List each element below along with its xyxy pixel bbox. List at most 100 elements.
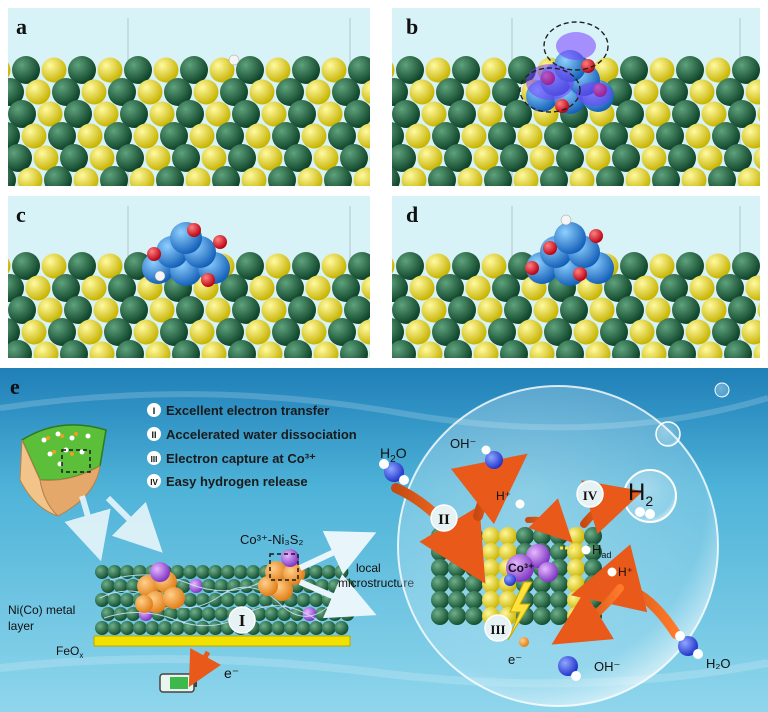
legend-item-4: IV Easy hydrogen release (147, 474, 308, 489)
legend-text-3: Electron capture at Co³⁺ (166, 451, 316, 466)
panel-label-b: b (406, 14, 418, 40)
s-atom (194, 80, 219, 105)
svg-text:II: II (438, 512, 450, 528)
ni-atom (284, 621, 298, 635)
ni-atom (533, 607, 551, 625)
s-atom (630, 320, 655, 345)
slab-structure-b (392, 8, 760, 186)
charge-density-lobe (576, 82, 612, 106)
ni-atom (208, 565, 222, 579)
ni-atom (309, 565, 323, 579)
s-atom (499, 527, 517, 545)
charge-density-lobe (526, 64, 574, 100)
s-atom (302, 320, 327, 345)
ni-atom (297, 621, 311, 635)
electron-label: e⁻ (224, 665, 239, 681)
h-atom (155, 271, 165, 281)
legend-item-2: II Accelerated water dissociation (147, 427, 357, 442)
s-atom (26, 80, 51, 105)
co3-label: Co³⁺ (508, 561, 534, 575)
ni-atom (208, 593, 222, 607)
slab-structure-c (8, 196, 370, 358)
numeral-II: II (431, 505, 457, 531)
ni-atom (265, 607, 279, 621)
ni-atom (533, 527, 551, 545)
ni-atom (334, 621, 348, 635)
svg-text:III: III (490, 622, 505, 637)
ni-atom (120, 593, 134, 607)
legend-text-4: Easy hydrogen release (166, 474, 308, 489)
s-atom (482, 591, 500, 609)
ni-atom (448, 607, 466, 625)
ni-atom (431, 543, 449, 561)
s-atom (686, 320, 711, 345)
o-atom (525, 261, 539, 275)
ni-atom (277, 607, 291, 621)
panel-a: a (8, 8, 370, 186)
proton-2 (608, 568, 617, 577)
s-atom (82, 276, 107, 301)
ni-atom (202, 579, 216, 593)
s-atom (758, 298, 761, 323)
s-atom (410, 80, 435, 105)
ni-atom (101, 607, 115, 621)
svg-text:IV: IV (583, 488, 598, 503)
o-atom (147, 247, 161, 261)
o-atom (543, 241, 557, 255)
s-atom (134, 320, 159, 345)
s-atom (302, 124, 327, 149)
feox-layer (94, 636, 350, 646)
local-label-1: local (356, 561, 381, 575)
s-atom (462, 320, 487, 345)
legend-numeral-3: III (151, 455, 158, 464)
ni-atom (550, 543, 568, 561)
s-atom (306, 80, 331, 105)
ni-atom (271, 621, 285, 635)
ni-atom (202, 607, 216, 621)
ni-atom (465, 527, 483, 545)
s-atom (246, 124, 271, 149)
s-atom (758, 102, 761, 127)
s-atom (26, 276, 51, 301)
had-atom (582, 546, 591, 555)
electron-dot (519, 637, 529, 647)
s-atom (482, 527, 500, 545)
ni-atom (171, 621, 185, 635)
s-atom (630, 124, 655, 149)
metal-layer-label-2: layer (8, 619, 34, 633)
ni-atom (309, 621, 323, 635)
s-atom (634, 80, 659, 105)
s-atom (190, 320, 215, 345)
ni-atom (550, 591, 568, 609)
ni-atom (322, 621, 336, 635)
s-atom (250, 276, 275, 301)
s-atom (190, 124, 215, 149)
small-bubble (715, 383, 729, 397)
s-atom (78, 320, 103, 345)
s-atom (574, 320, 599, 345)
ni-atom (431, 607, 449, 625)
s-atom (482, 575, 500, 593)
s-atom (406, 124, 431, 149)
hplus-label-1: H⁺ (496, 489, 511, 503)
ni-atom (189, 607, 203, 621)
ni-atom (550, 607, 568, 625)
legend-item-1: I Excellent electron transfer (147, 403, 329, 418)
ni-atom (196, 565, 210, 579)
ni-atom (309, 593, 323, 607)
panel-label-c: c (16, 202, 26, 228)
ni-atom (448, 559, 466, 577)
legend-item-3: III Electron capture at Co³⁺ (147, 451, 316, 466)
ni-atom (95, 565, 109, 579)
s-atom (567, 527, 585, 545)
ni-atom (584, 559, 602, 577)
ni-atom (208, 621, 222, 635)
cluster-label: Co³⁺-Ni₃S₂ (240, 532, 303, 547)
s-atom (518, 320, 543, 345)
panel-label-e: e (10, 374, 20, 399)
ni-atom (297, 593, 311, 607)
ni-atom (108, 593, 122, 607)
o-atom (573, 267, 587, 281)
s-atom (754, 146, 761, 171)
o-atom (213, 235, 227, 249)
